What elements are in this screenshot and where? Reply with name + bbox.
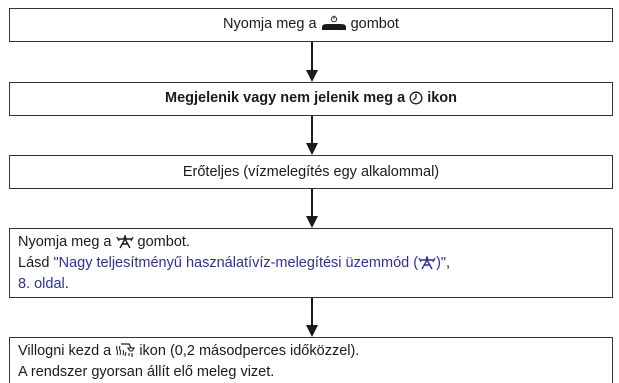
step-5-box: Villogni kezd a ikon (0,2 másodperces id… bbox=[9, 337, 613, 383]
step-4-line-2: Lásd "Nagy teljesítményű használatívíz-m… bbox=[18, 254, 604, 275]
clock-icon bbox=[409, 91, 423, 110]
manual-section-link[interactable]: "Nagy teljesítményű használatívíz-melegí… bbox=[53, 254, 447, 271]
step-1-box: Nyomja meg a gombot bbox=[9, 8, 613, 42]
step-4-box: Nyomja meg a gombot. Lásd "Nagy teljesít… bbox=[9, 228, 613, 298]
link-text-part-1[interactable]: "Nagy teljesítményű használatívíz-melegí… bbox=[53, 255, 419, 271]
flow-arrow bbox=[305, 298, 319, 337]
step-4-line-1: Nyomja meg a gombot. bbox=[18, 233, 604, 254]
step-2-text-after: ikon bbox=[427, 89, 458, 106]
power-button-icon bbox=[321, 15, 347, 36]
step-5-line-1: Villogni kezd a ikon (0,2 másodperces id… bbox=[18, 342, 604, 363]
step-2-text: Megjelenik vagy nem jelenik meg a ikon bbox=[165, 89, 457, 110]
step-3-box: Erőteljes (vízmelegítés egy alkalommal) bbox=[9, 155, 613, 189]
link-comma: , bbox=[446, 255, 451, 271]
flow-arrow bbox=[305, 116, 319, 155]
step-3-text: Erőteljes (vízmelegítés egy alkalommal) bbox=[182, 164, 440, 180]
flow-arrow bbox=[305, 42, 319, 82]
powerful-mode-icon bbox=[115, 233, 134, 254]
link-text-part-2[interactable]: )" bbox=[436, 255, 447, 271]
step-4-line-1-after: gombot. bbox=[137, 234, 190, 250]
step-5-line-1-after: ikon (0,2 másodperces időközzel). bbox=[139, 343, 360, 359]
step-2-text-before: Megjelenik vagy nem jelenik meg a bbox=[164, 89, 406, 106]
step-1-text-after: gombot bbox=[350, 15, 399, 32]
step-5-line-2: A rendszer gyorsan állít elő meleg vizet… bbox=[18, 364, 275, 380]
flow-arrow bbox=[305, 189, 319, 228]
step-4-line-3: 8. oldal. bbox=[18, 275, 604, 293]
hot-water-shower-icon bbox=[115, 342, 136, 363]
powerful-mode-icon bbox=[418, 254, 436, 275]
step-4-line-1-before: Nyomja meg a bbox=[18, 234, 112, 250]
step-4-see-prefix: Lásd bbox=[18, 255, 50, 271]
page-reference-link[interactable]: 8. oldal bbox=[18, 276, 65, 292]
step-1-text: Nyomja meg a gombot bbox=[223, 15, 399, 36]
step-2-box: Megjelenik vagy nem jelenik meg a ikon bbox=[9, 82, 613, 116]
line-3-period: . bbox=[64, 276, 69, 292]
step-5-line-1-before: Villogni kezd a bbox=[18, 343, 112, 359]
step-1-text-before: Nyomja meg a bbox=[223, 15, 317, 32]
